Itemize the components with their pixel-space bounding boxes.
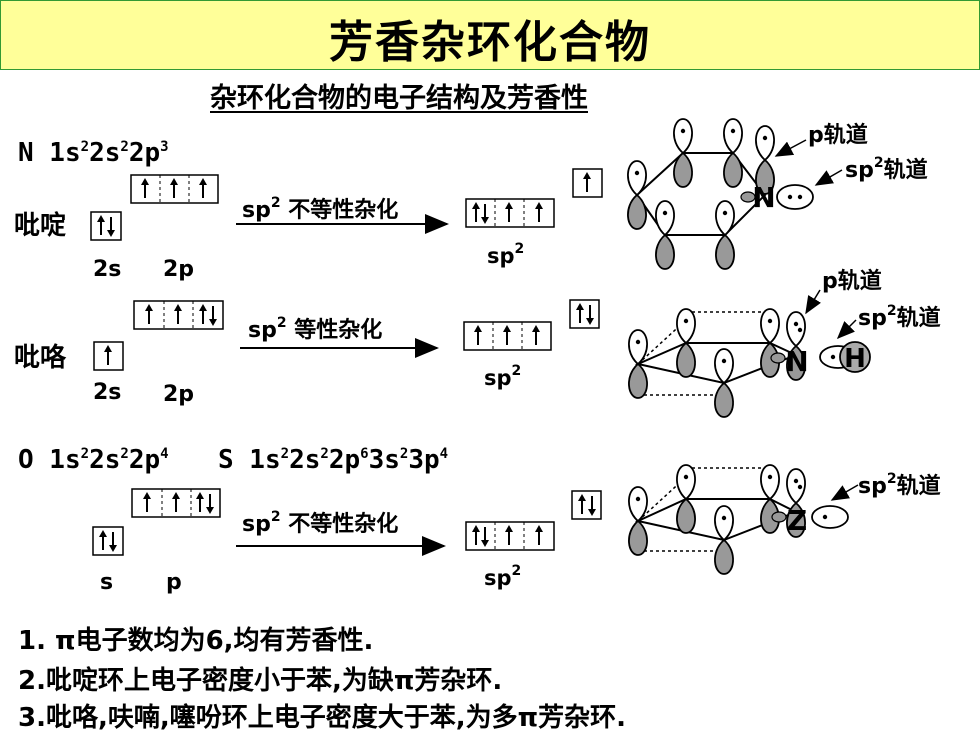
furan-sp2-orbital: [771, 505, 849, 529]
pyridine-sp2-label: sp2: [487, 241, 525, 268]
o-electron-config: O 1s22s22p4: [18, 445, 169, 475]
page-title: 芳香杂环化合物: [329, 17, 651, 68]
pyrrole-2p-label: 2p: [163, 382, 195, 407]
pyridine-2p-label: 2p: [163, 257, 195, 282]
furan-hybridization-text: sp2 不等性杂化: [242, 509, 399, 537]
pyridine-sp2-orbital: [740, 184, 814, 210]
pyridine-p-orbital-label: p轨道: [808, 123, 868, 148]
pyrrole-sp2-pointer: [836, 319, 857, 340]
pyrrole-hybridization-text: sp2 等性杂化: [248, 315, 383, 343]
pyrrole-p-box: [569, 299, 600, 329]
note-1: 1. π电子数均为6,均有芳香性.: [18, 626, 374, 656]
pyrrole-sp2-orbital-label: sp2轨道: [858, 303, 941, 331]
furan-p-box: [571, 490, 602, 520]
pyridine-2p-box: [130, 174, 219, 204]
pyrrole-2s-box: [93, 341, 124, 371]
pyridine-sp2-orbital-label: sp2轨道: [845, 155, 928, 183]
pyridine-hybridization-text: sp2 不等性杂化: [242, 195, 399, 223]
furan-s-box: [92, 526, 124, 556]
pyridine-ring: [627, 118, 775, 270]
note-3: 3.吡咯,呋喃,噻吩环上电子密度大于苯,为多π芳杂环.: [18, 703, 627, 733]
furan-sp2-orbital-label: sp2轨道: [858, 471, 941, 499]
pyrrole-h-atom: H: [844, 344, 866, 374]
furan-p-label: p: [166, 570, 182, 595]
heterocycle-z-atom: Z: [787, 504, 807, 537]
pyrrole-2p-box: [133, 300, 224, 330]
pyridine-2s-box: [90, 211, 122, 241]
pyrrole-sp2-box: [463, 321, 552, 351]
pyridine-p-box: [572, 168, 603, 198]
pyridine-n-atom: N: [752, 181, 775, 214]
pyridine-sp2-pointer: [814, 169, 843, 186]
furan-p-box: [131, 488, 221, 518]
page-subtitle: 杂环化合物的电子结构及芳香性: [210, 83, 588, 114]
pyrrole-n-atom: N: [785, 345, 808, 378]
pyrrole-p-pointer: [805, 289, 821, 315]
pyrrole-label: 吡咯: [14, 343, 67, 373]
heterocycle-ring: [628, 464, 806, 575]
n-electron-config: N 1s22s22p3: [18, 138, 169, 168]
furan-sp2-pointer: [830, 484, 859, 501]
pyrrole-p-orbital-label: p轨道: [822, 269, 882, 294]
pyrrole-sp2-orbital: [770, 341, 871, 373]
furan-sp2-box: [465, 521, 555, 551]
pyrrole-ring: [628, 308, 806, 418]
note-2: 2.吡啶环上电子密度小于苯,为缺π芳杂环.: [18, 666, 503, 696]
furan-sp2-label: sp2: [484, 563, 522, 590]
title-bar: [0, 0, 980, 70]
pyridine-sp2-box: [465, 198, 555, 228]
hydrogen-atom-circle: [839, 341, 871, 373]
pyrrole-2s-label: 2s: [93, 380, 122, 405]
furan-s-label: s: [100, 570, 114, 595]
pyridine-p-pointer: [774, 139, 807, 157]
pyridine-label: 吡啶: [14, 211, 67, 241]
pyrrole-sp2-label: sp2: [484, 363, 522, 390]
pyridine-2s-label: 2s: [93, 257, 122, 282]
s-electron-config: S 1s22s22p63s23p4: [218, 445, 449, 475]
